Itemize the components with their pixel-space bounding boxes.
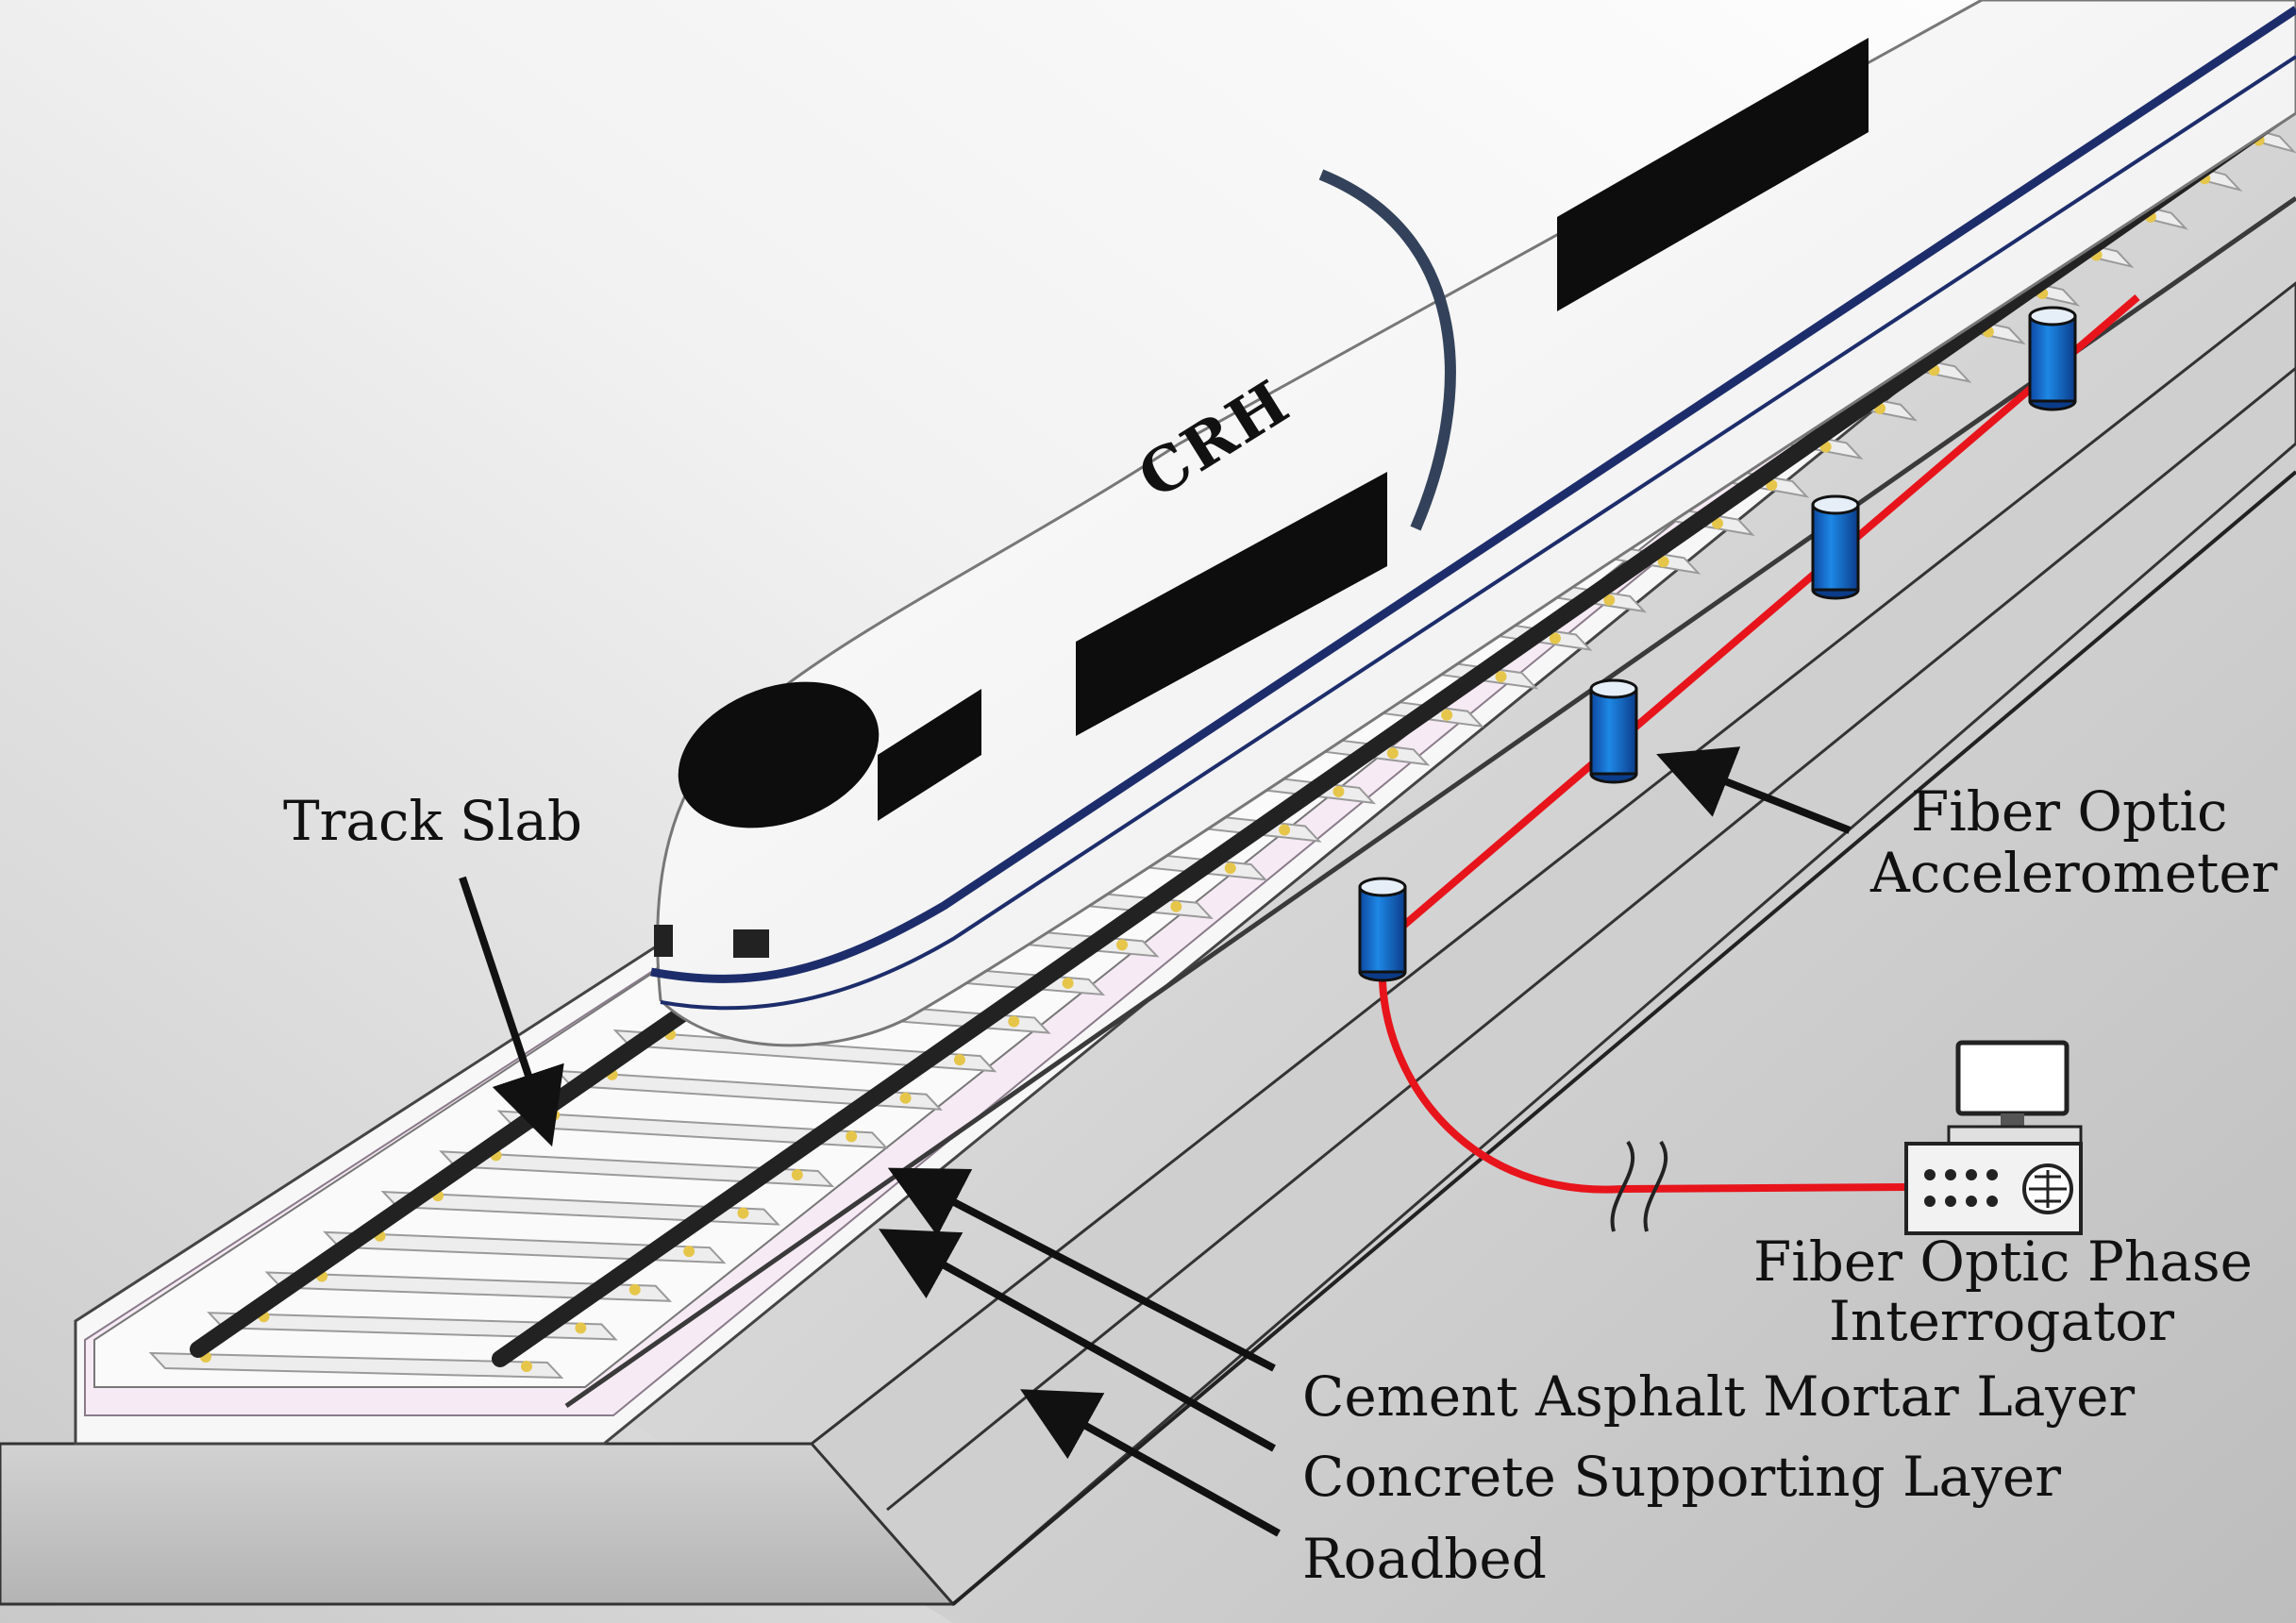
sleeper — [555, 1069, 944, 1111]
keypad-button — [1966, 1169, 1977, 1180]
rail-fastener — [899, 1092, 912, 1104]
rail-fastener — [1224, 862, 1236, 875]
monitor-neck — [2001, 1113, 2024, 1127]
sleeper — [439, 1150, 835, 1188]
label-track-slab: Track Slab — [283, 789, 582, 853]
label-interrogator-line1: Fiber Optic Phase — [1753, 1230, 2253, 1294]
label-accelerometer-line1: Fiber Optic — [1911, 779, 2227, 844]
arrow-track-slab — [459, 876, 564, 1147]
train-headlight-left — [654, 925, 673, 957]
arrow-concrete — [879, 1229, 1276, 1452]
arrow-roadbed — [1020, 1389, 1281, 1537]
rail-fastener — [1279, 824, 1291, 836]
keyboard — [1947, 1125, 2083, 1146]
sleeper — [380, 1190, 780, 1226]
rail-fastener — [683, 1246, 696, 1258]
arrow-accelerometer — [1656, 746, 1852, 834]
cylinder-sensor-icon — [2028, 306, 2077, 411]
keypad-button — [1986, 1196, 1998, 1207]
rail-fastener — [846, 1130, 858, 1143]
label-concrete: Concrete Supporting Layer — [1302, 1445, 2061, 1509]
arrow-mortar — [887, 1167, 1276, 1372]
embankment-slope — [528, 85, 2296, 1623]
roadbed — [0, 1442, 955, 1606]
monitor-screen — [1955, 1040, 2070, 1116]
rail-right — [492, 95, 2296, 1367]
rail-fastener — [1170, 900, 1182, 912]
keypad-button — [1966, 1196, 1977, 1207]
rail-fastener — [1441, 709, 1453, 721]
sleeper — [612, 1029, 997, 1073]
sensor-group — [1358, 306, 2077, 982]
rail-fastener — [1657, 556, 1669, 568]
rail-fastener — [1712, 517, 1723, 529]
rail-fastener — [953, 1054, 965, 1066]
keypad-button — [1924, 1169, 1936, 1180]
keypad-button — [1986, 1169, 1998, 1180]
keypad-button — [1924, 1196, 1936, 1207]
rail-fastener — [1549, 632, 1561, 644]
sleeper — [323, 1230, 727, 1264]
rail-fastener — [1332, 785, 1345, 797]
label-interrogator-line2: Interrogator — [1829, 1289, 2174, 1353]
rail-fastener — [575, 1322, 587, 1334]
interrogator-keypad — [1924, 1169, 1998, 1207]
rail-fastener — [737, 1207, 749, 1219]
train-window-1 — [1076, 472, 1387, 736]
label-roadbed: Roadbed — [1302, 1527, 1547, 1591]
cylinder-sensor-icon — [1589, 678, 1638, 784]
train: CRH — [650, 0, 2296, 1047]
fiber-optic-drop — [1379, 980, 1907, 1194]
computer-interrogator-icon — [1904, 1040, 2083, 1235]
keypad-button — [1945, 1169, 1956, 1180]
rail-fastener — [628, 1283, 641, 1296]
rail-fastener — [1116, 939, 1128, 951]
cable-break-icon — [1610, 1140, 1668, 1232]
train-headlight-right — [733, 929, 769, 958]
train-window-2 — [1557, 38, 1869, 311]
rail-right-shadow — [564, 195, 2296, 1409]
rail-fastener — [791, 1168, 803, 1180]
train-windshield — [678, 681, 880, 828]
sleeper — [264, 1271, 673, 1302]
roadbed-inner-line — [886, 366, 2296, 1512]
train-door-seam — [1318, 169, 1456, 531]
rail-fastener — [1603, 594, 1616, 606]
train-stripe — [650, 6, 2296, 983]
roadbed-edge-line — [951, 470, 2296, 1606]
rail-fastener — [1008, 1015, 1020, 1028]
label-mortar: Cement Asphalt Mortar Layer — [1302, 1364, 2135, 1429]
rail-fastener — [1386, 747, 1399, 760]
label-accelerometer-line2: Accelerometer — [1869, 841, 2278, 905]
keypad-button — [1945, 1196, 1956, 1207]
sleeper — [207, 1312, 618, 1341]
rail-fastener — [1495, 671, 1507, 683]
fiber-optic-cable — [1379, 293, 2140, 1232]
cylinder-sensor-icon — [1358, 877, 1407, 982]
rail-fastener — [521, 1361, 532, 1372]
rail-fastener — [1062, 977, 1074, 989]
sleeper — [148, 1351, 564, 1380]
train-window-3 — [878, 689, 981, 821]
cylinder-sensor-icon — [1811, 494, 1860, 600]
fiber-optic-line — [1380, 293, 2140, 947]
train-stripe-lower — [660, 55, 2296, 1011]
roadbed-slope-face — [809, 281, 2296, 1607]
